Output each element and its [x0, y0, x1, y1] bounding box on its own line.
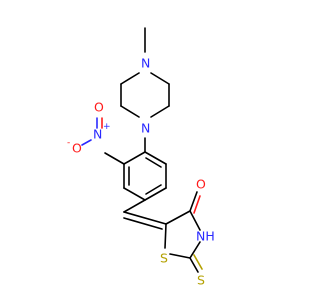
bond-n3-c2: [189, 241, 201, 259]
bond-c4-ob: [193, 195, 201, 214]
atom-n-aryl: N: [141, 121, 150, 136]
bond-c2-sb: [193, 254, 203, 270]
bond-aryl-nitro: [104, 152, 125, 165]
bond-benz-2b: [145, 157, 162, 168]
atom-nitro-o2: O: [72, 141, 82, 156]
bond-c4-n3: [189, 210, 201, 231]
atom-carbonyl-o: O: [196, 177, 206, 192]
bond-pip-2: [150, 72, 170, 85]
atom-nitro-o1: O: [94, 100, 104, 115]
label-bg: [139, 55, 151, 69]
atom-nitro-n: N: [93, 127, 102, 142]
bond-aryl-ch: [123, 199, 146, 213]
nitro-minus-charge: -: [67, 138, 70, 148]
bond-benz-6: [144, 187, 167, 201]
bond-c2-s: [189, 257, 199, 273]
bond-pip-5: [150, 105, 170, 118]
bond-c5-c4: [165, 210, 191, 225]
nitro-plus-charge: +: [103, 122, 111, 132]
bond-s1-c5: [164, 223, 167, 249]
bond-benz-1: [123, 151, 146, 165]
atom-nh: NH: [196, 229, 215, 244]
atom-n-methyl: N: [141, 56, 150, 71]
atom-labels: N N N + O O - O NH S S: [67, 55, 215, 288]
bond-ch-c5: [123, 211, 167, 225]
atom-thione-s: S: [197, 273, 205, 288]
molecule-structure: N N N + O O - O NH S S: [67, 27, 215, 288]
atom-ring-s: S: [160, 251, 168, 266]
label-bg: [139, 120, 151, 134]
bond-c4-o: [189, 191, 198, 212]
bond-pip-1: [120, 72, 140, 85]
bond-c2-s1: [169, 253, 191, 259]
bond-nitro-o2: [81, 139, 92, 146]
bond-benz-6b: [145, 184, 162, 195]
bonds: [81, 27, 203, 273]
bond-pip-6: [120, 105, 140, 118]
bond-ch-c5b: [123, 217, 163, 230]
bond-benz-2: [144, 151, 167, 165]
bond-benz-5: [123, 187, 146, 201]
